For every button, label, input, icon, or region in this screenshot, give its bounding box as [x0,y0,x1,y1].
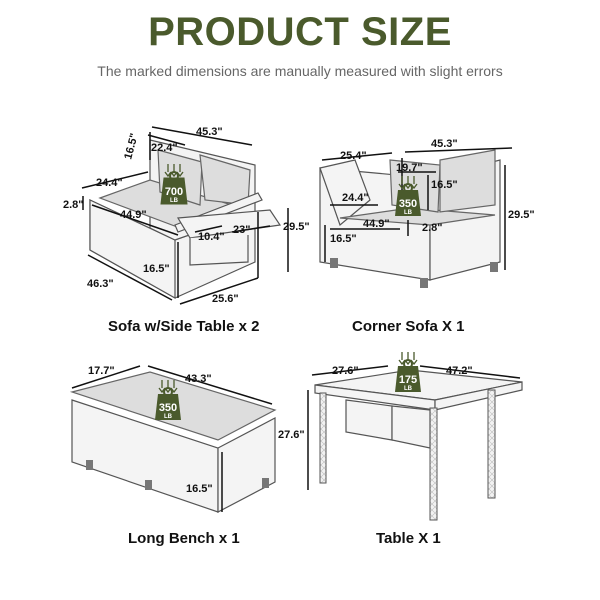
sofa-load-value: 700 [165,186,183,198]
table-dim-width: 27.6" [332,365,359,377]
corner-sofa-load-badge [395,175,421,216]
page-title: PRODUCT SIZE [148,10,452,54]
sofa-dim-width: 45.3" [196,126,223,138]
sofa-dim-seat-depth: 24.4" [96,177,123,189]
long-bench-drawing [69,371,277,513]
table-dim-height: 27.6" [278,429,305,441]
corner-sofa-dim-back-height: 16.5" [431,179,458,191]
long-bench-dim-depth: 17.7" [88,365,115,377]
table-drawing [314,369,523,521]
long-bench-dim-height: 16.5" [186,483,213,495]
sofa-dim-seat-width: 44.9" [120,209,147,221]
table-dimension-lines [307,365,521,490]
table-load-badge [395,351,421,392]
long-bench-load-unit: LB [164,414,173,420]
sofa-dim-side-table-length: 23" [233,224,250,236]
corner-sofa-drawing [319,149,501,288]
sofa-dim-cushion-thickness: 2.8" [63,199,84,211]
sofa-dimension-lines [81,126,289,305]
corner-sofa-dim-seat-width: 44.9" [363,218,390,230]
table-load-value: 175 [399,374,417,386]
page-subtitle: The marked dimensions are manually measu… [97,63,503,79]
sofa-dim-side-table-width: 10.4" [198,231,225,243]
sofa-dim-seat-height: 16.5" [143,263,170,275]
corner-sofa-dim-seat-depth: 24.4" [342,192,369,204]
sofa-caption: Sofa w/Side Table x 2 [108,318,260,335]
long-bench-caption: Long Bench x 1 [128,530,240,547]
sofa-dim-back-cushion: 22.4" [151,142,178,154]
corner-sofa-dim-seat-height: 16.5" [330,233,357,245]
sofa-dim-depth: 25.6" [212,293,239,305]
corner-sofa-dimension-lines [321,147,513,270]
table-load-unit: LB [404,386,413,392]
corner-sofa-load-unit: LB [404,210,413,216]
long-bench-dimension-lines [71,365,273,512]
corner-sofa-dim-side-width: 25.4" [340,150,367,162]
sofa-load-unit: LB [170,198,179,204]
sofa-dim-back-height: 16.5" [122,132,140,161]
corner-sofa-load-value: 350 [399,198,417,210]
corner-sofa-dim-cushion-width: 19.7" [396,162,423,174]
sofa-load-badge [160,163,188,205]
long-bench-load-value: 350 [159,402,177,414]
corner-sofa-caption: Corner Sofa X 1 [352,318,465,335]
long-bench-dim-length: 43.3" [185,373,212,385]
sofa-dim-length: 46.3" [87,278,114,290]
corner-sofa-dim-cushion-thickness: 2.8" [422,222,443,234]
sofa-drawing [89,139,282,300]
corner-sofa-dim-width: 45.3" [431,138,458,150]
sofa-dim-total-height: 29.5" [283,221,310,233]
corner-sofa-dim-total-height: 29.5" [508,209,535,221]
table-caption: Table X 1 [376,530,441,547]
long-bench-load-badge [155,379,181,420]
table-dim-length: 47.2" [446,365,473,377]
